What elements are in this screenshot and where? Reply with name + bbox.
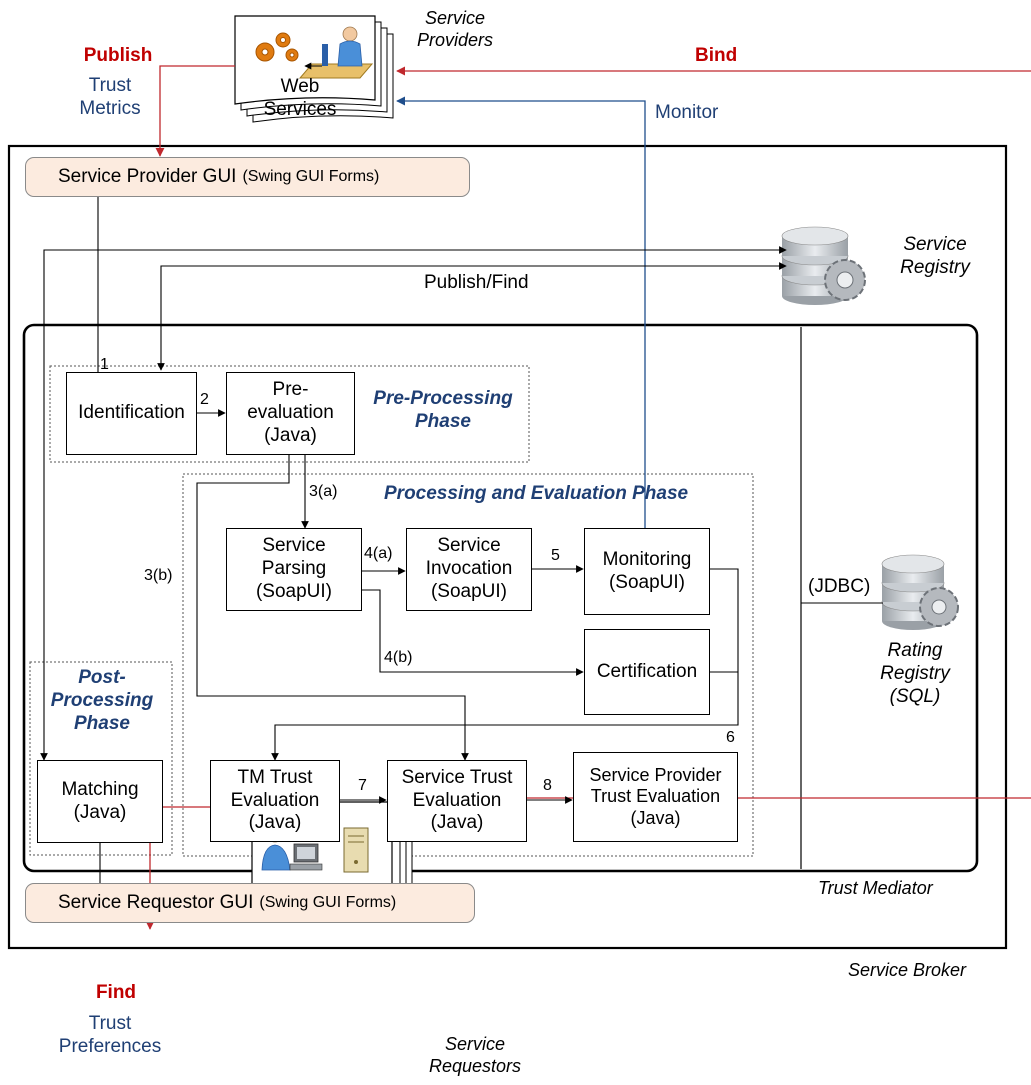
identification-label: Identification bbox=[78, 402, 185, 424]
service-trust-evaluation-label-line2: Evaluation bbox=[412, 789, 502, 811]
monitoring-box[interactable]: Monitoring(SoapUI) bbox=[584, 528, 710, 615]
find-label: Find bbox=[95, 982, 137, 1003]
step-3a-label: 3(a) bbox=[309, 483, 338, 500]
step-6-label: 6 bbox=[726, 729, 735, 746]
rating-registry-label: Rating Registry (SQL) bbox=[870, 640, 960, 708]
service-requestor-gui-subtitle: (Swing GUI Forms) bbox=[259, 894, 397, 911]
service-registry-database-icon bbox=[781, 226, 866, 305]
pre-evaluation-box[interactable]: Pre-evaluation(Java) bbox=[226, 372, 355, 455]
monitor-label: Monitor bbox=[655, 102, 719, 123]
pre-processing-phase-line1: Pre-Processing bbox=[373, 388, 513, 409]
tm-trust-evaluation-label-line3: (Java) bbox=[248, 812, 302, 834]
service-provider-trust-evaluation-label-line2: Trust Evaluation bbox=[590, 786, 721, 807]
post-processing-phase-line3: Phase bbox=[74, 712, 130, 734]
trust-mediator-label: Trust Mediator bbox=[818, 878, 933, 898]
pre-evaluation-label-line1: Pre- bbox=[272, 379, 309, 401]
trust-preferences-line2: Preferences bbox=[58, 1035, 162, 1057]
jdbc-label: (JDBC) bbox=[808, 576, 871, 597]
service-broker-frame bbox=[7, 144, 1008, 950]
pre-processing-phase-title: Pre-Processing Phase bbox=[356, 388, 530, 434]
provider-person-icon bbox=[298, 26, 374, 79]
web-services-label: Web Services bbox=[248, 76, 352, 122]
trust-metrics-label: Trust Metrics bbox=[60, 75, 160, 121]
service-provider-gui-subtitle: (Swing GUI Forms) bbox=[242, 168, 380, 185]
monitoring-label-line2: (SoapUI) bbox=[608, 571, 686, 593]
service-provider-gui-title: Service Provider GUI bbox=[58, 166, 237, 187]
service-trust-evaluation-label-line3: (Java) bbox=[430, 812, 484, 834]
step-4b-label: 4(b) bbox=[384, 649, 413, 666]
service-requestor-gui-title: Service Requestor GUI bbox=[58, 892, 254, 913]
service-requestors-label: Service Requestors bbox=[420, 1034, 530, 1077]
tm-trust-evaluation-label-line1: TM Trust bbox=[237, 766, 313, 788]
step-5-label: 5 bbox=[551, 547, 560, 564]
rating-registry-line3: (SQL) bbox=[889, 685, 941, 707]
service-registry-line2: Registry bbox=[900, 256, 970, 278]
certification-label: Certification bbox=[596, 660, 698, 682]
trust-preferences-label: Trust Preferences bbox=[40, 1013, 180, 1059]
service-providers-line1: Service bbox=[424, 8, 486, 28]
service-requestor-gui[interactable]: Service Requestor GUI (Swing GUI Forms) bbox=[25, 883, 475, 923]
step-1-label: 1 bbox=[100, 356, 109, 373]
identification-box[interactable]: Identification bbox=[66, 372, 197, 455]
publish-label: Publish bbox=[83, 45, 153, 66]
post-processing-phase-line2: Processing bbox=[50, 689, 154, 711]
tm-trust-evaluation-label-line2: Evaluation bbox=[230, 789, 320, 811]
pre-processing-phase-line2: Phase bbox=[415, 410, 471, 432]
rating-registry-line2: Registry bbox=[880, 662, 950, 684]
service-providers-label: Service Providers bbox=[405, 8, 505, 51]
trust-metrics-line1: Trust bbox=[88, 75, 132, 96]
service-provider-trust-evaluation-label-line1: Service Provider bbox=[589, 764, 722, 785]
trust-preferences-line1: Trust bbox=[88, 1013, 132, 1034]
trust-metrics-line2: Metrics bbox=[79, 97, 141, 119]
post-processing-frame bbox=[29, 661, 173, 856]
post-processing-phase-line1: Post- bbox=[78, 667, 126, 688]
post-processing-phase-title: Post- Processing Phase bbox=[32, 667, 172, 735]
service-invocation-label-line2: Invocation bbox=[425, 558, 513, 580]
service-requestors-line2: Requestors bbox=[428, 1055, 522, 1076]
rating-registry-database-icon bbox=[881, 554, 959, 630]
service-registry-label: Service Registry bbox=[885, 234, 985, 280]
service-parsing-label-line2: Parsing bbox=[261, 558, 327, 580]
service-parsing-label-line1: Service bbox=[262, 535, 326, 557]
service-trust-evaluation-label-line1: Service Trust bbox=[401, 766, 513, 788]
pre-evaluation-label-line2: evaluation bbox=[247, 402, 334, 424]
service-requestors-line1: Service bbox=[444, 1034, 506, 1054]
processing-phase-title: Processing and Evaluation Phase bbox=[384, 483, 689, 504]
web-services-line2: Services bbox=[263, 98, 337, 120]
monitoring-label-line1: Monitoring bbox=[602, 548, 692, 570]
step-2-label: 2 bbox=[200, 391, 209, 408]
matching-label-line1: Matching bbox=[61, 778, 139, 800]
web-services-line1: Web bbox=[280, 76, 320, 97]
service-broker-label: Service Broker bbox=[848, 960, 967, 980]
service-provider-trust-evaluation-label-line3: (Java) bbox=[630, 807, 681, 828]
service-parsing-label-line3: (SoapUI) bbox=[255, 580, 333, 602]
service-providers-line2: Providers bbox=[416, 29, 494, 50]
pre-evaluation-label-line3: (Java) bbox=[264, 424, 317, 446]
matching-label-line2: (Java) bbox=[73, 801, 127, 823]
service-invocation-label-line1: Service bbox=[437, 535, 501, 557]
matching-box[interactable]: Matching(Java) bbox=[37, 760, 163, 843]
service-invocation-label-line3: (SoapUI) bbox=[430, 580, 508, 602]
publish-find-label: Publish/Find bbox=[424, 272, 529, 293]
certification-box[interactable]: Certification bbox=[584, 629, 710, 715]
gears-icon bbox=[255, 32, 299, 62]
bind-label: Bind bbox=[695, 45, 738, 66]
step-7-label: 7 bbox=[358, 777, 367, 794]
step-4a-label: 4(a) bbox=[364, 545, 393, 562]
service-registry-line1: Service bbox=[903, 234, 967, 255]
rating-registry-line1: Rating bbox=[887, 640, 943, 661]
step-3b-label: 3(b) bbox=[144, 567, 173, 584]
step-8-label: 8 bbox=[543, 777, 552, 794]
service-provider-gui[interactable]: Service Provider GUI (Swing GUI Forms) bbox=[25, 157, 470, 197]
